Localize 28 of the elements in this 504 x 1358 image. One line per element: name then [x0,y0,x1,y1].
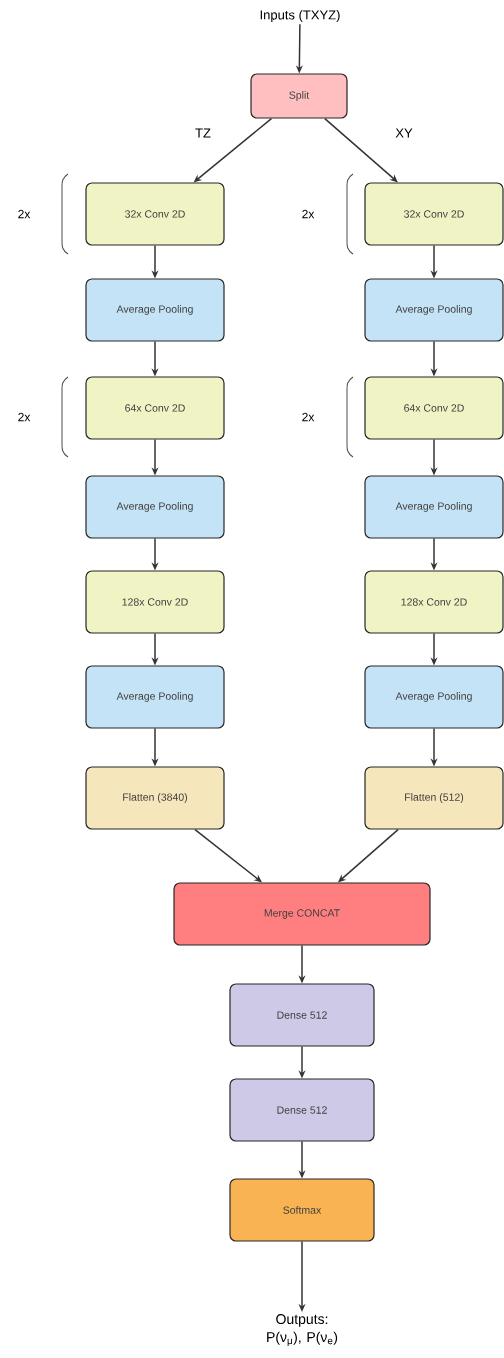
repeat-label: 2x [18,209,31,219]
dense-layer-box: Dense 512 [229,1078,375,1142]
conv-layer-box: 64x Conv 2D [364,376,504,440]
conv-layer-box: 128x Conv 2D [85,570,225,634]
conv-layer-box: 32x Conv 2D [364,182,504,246]
conv-layer-box: 32x Conv 2D [85,182,225,246]
conv-layer-box: 64x Conv 2D [85,376,225,440]
merge-box: Merge CONCAT [173,882,431,946]
edge-label: TZ [195,128,211,138]
flatten-box: Flatten (3840) [85,766,225,830]
arrow [194,828,262,883]
repeat-label: 2x [302,412,315,422]
pooling-box: Average Pooling [364,475,504,539]
io-label: Outputs: P(ν$_{μ}$), P(ν$_{e}$) [267,1314,338,1346]
dense-layer-box: Dense 512 [229,983,375,1047]
conv-layer-box: 128x Conv 2D [364,570,504,634]
pooling-box: Average Pooling [85,665,225,729]
pooling-box: Average Pooling [364,665,504,729]
repeat-label: 2x [302,209,315,219]
pooling-box: Average Pooling [364,278,504,342]
pooling-box: Average Pooling [85,475,225,539]
edge-label: XY [395,128,413,138]
repeat-label: 2x [18,412,31,422]
pooling-box: Average Pooling [85,278,225,342]
softmax-box: Softmax [229,1178,375,1242]
io-label: Inputs (TXYZ) [260,9,340,23]
flatten-box: Flatten (512) [364,766,504,830]
split-box: Split [250,73,348,119]
